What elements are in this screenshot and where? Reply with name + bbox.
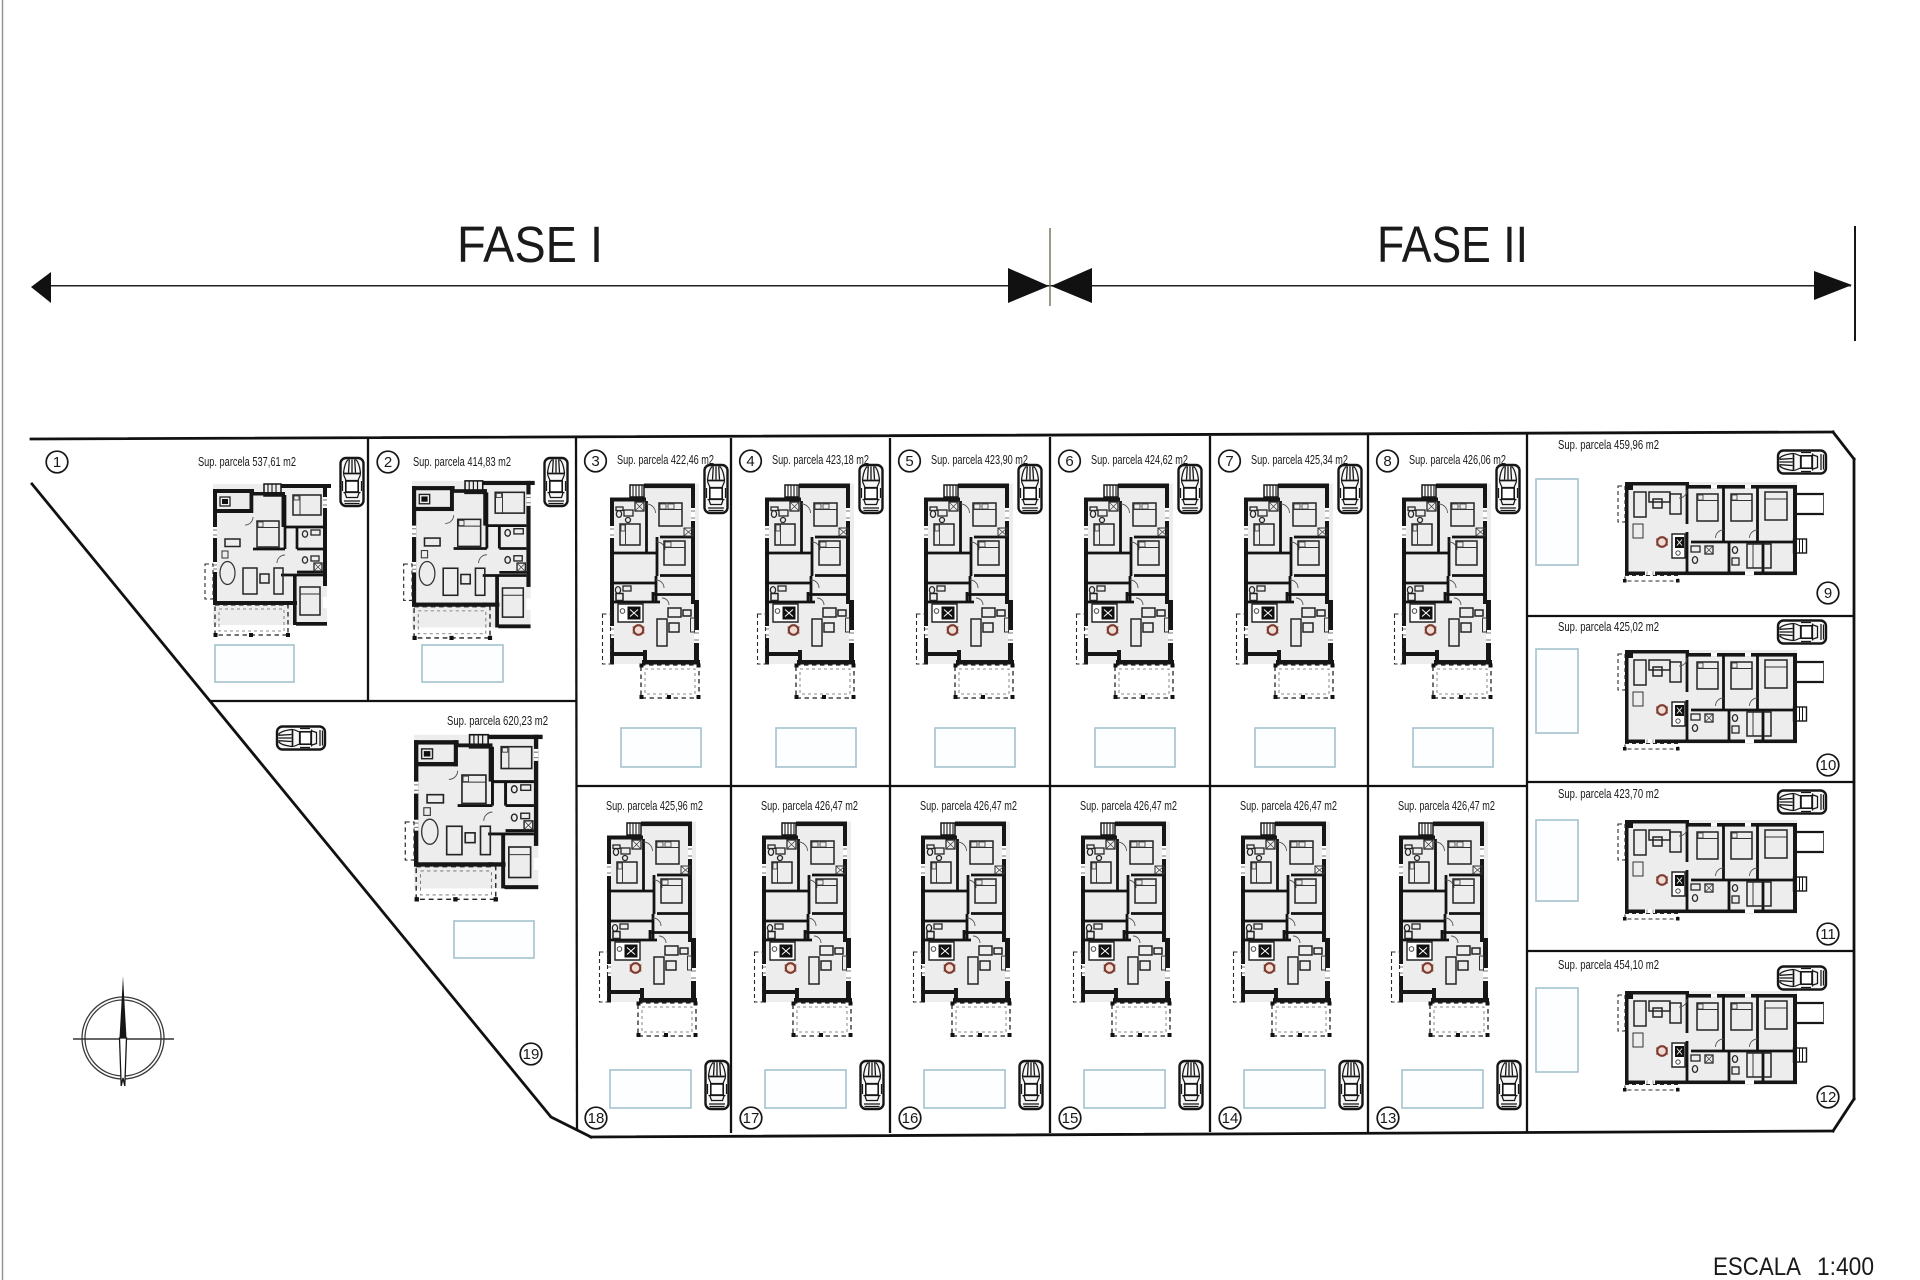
svg-text:Sup. parcela 423,90 m2: Sup. parcela 423,90 m2: [931, 453, 1028, 467]
svg-text:Sup. parcela 426,06 m2: Sup. parcela 426,06 m2: [1409, 453, 1506, 467]
svg-text:7: 7: [1225, 453, 1233, 470]
svg-text:12: 12: [1820, 1089, 1837, 1106]
svg-text:Sup. parcela 537,61 m2: Sup. parcela 537,61 m2: [198, 455, 296, 469]
svg-text:3: 3: [591, 453, 599, 470]
svg-text:Sup. parcela 454,10 m2: Sup. parcela 454,10 m2: [1558, 958, 1659, 972]
svg-text:17: 17: [743, 1110, 760, 1127]
svg-text:Sup. parcela 620,23 m2: Sup. parcela 620,23 m2: [447, 714, 548, 728]
svg-text:Sup. parcela 426,47 m2: Sup. parcela 426,47 m2: [761, 799, 858, 813]
svg-text:Sup. parcela 426,47 m2: Sup. parcela 426,47 m2: [920, 799, 1017, 813]
svg-text:Sup. parcela 423,18 m2: Sup. parcela 423,18 m2: [772, 453, 869, 467]
svg-text:Sup. parcela 426,47 m2: Sup. parcela 426,47 m2: [1080, 799, 1177, 813]
svg-text:13: 13: [1380, 1110, 1397, 1127]
svg-text:8: 8: [1383, 453, 1391, 470]
svg-text:Sup. parcela 425,34 m2: Sup. parcela 425,34 m2: [1251, 453, 1348, 467]
svg-text:1:400: 1:400: [1817, 1253, 1874, 1280]
svg-text:Sup. parcela 426,47 m2: Sup. parcela 426,47 m2: [1240, 799, 1337, 813]
svg-text:11: 11: [1820, 926, 1836, 943]
svg-text:4: 4: [746, 453, 754, 470]
svg-text:Sup. parcela 426,47 m2: Sup. parcela 426,47 m2: [1398, 799, 1495, 813]
svg-text:Sup. parcela 423,70 m2: Sup. parcela 423,70 m2: [1558, 787, 1659, 801]
svg-text:9: 9: [1824, 585, 1832, 602]
svg-text:6: 6: [1065, 453, 1073, 470]
svg-text:Sup. parcela 425,02 m2: Sup. parcela 425,02 m2: [1558, 620, 1659, 634]
svg-text:2: 2: [384, 454, 392, 471]
svg-text:15: 15: [1062, 1110, 1079, 1127]
svg-text:Sup. parcela 422,46 m2: Sup. parcela 422,46 m2: [617, 453, 714, 467]
svg-text:5: 5: [905, 453, 913, 470]
svg-text:16: 16: [902, 1110, 919, 1127]
svg-text:1: 1: [53, 454, 61, 471]
svg-text:19: 19: [523, 1046, 540, 1063]
svg-text:Sup. parcela 425,96 m2: Sup. parcela 425,96 m2: [606, 799, 703, 813]
svg-text:ESCALA: ESCALA: [1713, 1253, 1801, 1280]
svg-text:Sup. parcela 459,96 m2: Sup. parcela 459,96 m2: [1558, 438, 1659, 452]
svg-text:10: 10: [1820, 757, 1837, 774]
svg-text:Sup. parcela 424,62 m2: Sup. parcela 424,62 m2: [1091, 453, 1188, 467]
svg-text:FASE I: FASE I: [457, 216, 603, 273]
svg-text:Sup. parcela 414,83 m2: Sup. parcela 414,83 m2: [413, 455, 511, 469]
svg-text:FASE II: FASE II: [1377, 216, 1528, 273]
svg-text:18: 18: [588, 1110, 605, 1127]
svg-text:14: 14: [1222, 1110, 1239, 1127]
